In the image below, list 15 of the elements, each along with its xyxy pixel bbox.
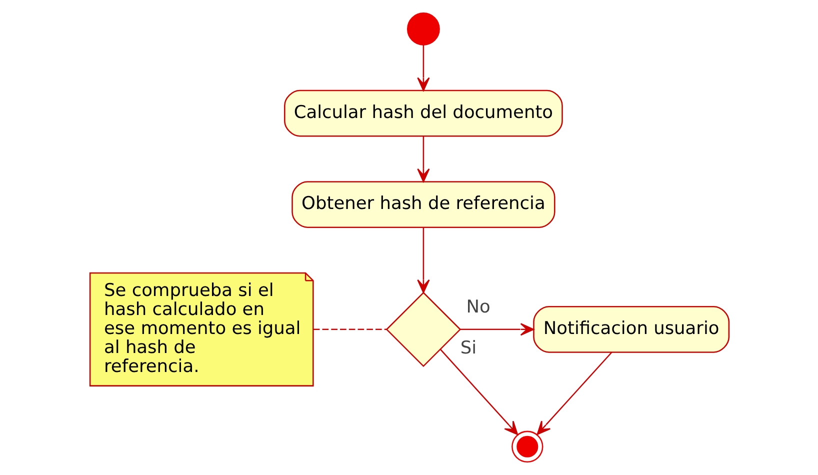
node-circle [406,12,440,46]
arrow [416,44,430,92]
node-box: Calcular hash del documento [284,90,562,137]
node-box: Obtener hash de referencia [291,181,555,228]
node-circle [511,430,543,462]
arrow [460,323,534,336]
arrow [536,352,612,435]
arrow [440,349,518,436]
node-box: Notificacion usuario [532,306,730,353]
arrow [416,228,430,294]
edge-label: No [466,298,490,318]
edge-label: Si [460,338,476,358]
connector [312,328,386,330]
node-diamond [385,292,461,368]
arrow [416,136,430,182]
